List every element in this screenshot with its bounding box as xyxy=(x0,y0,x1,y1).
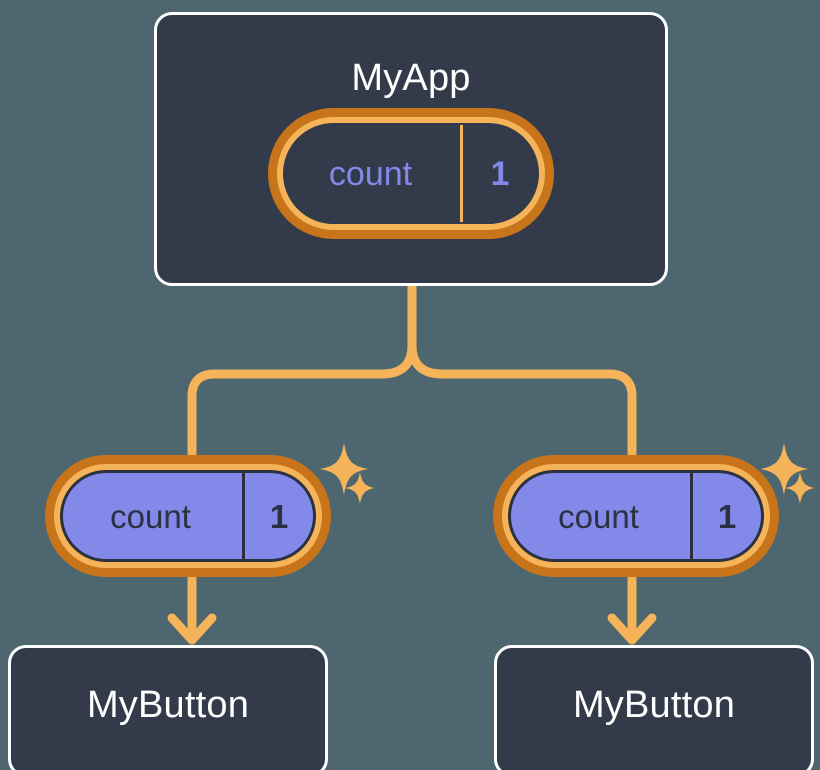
arrowhead-right xyxy=(607,613,657,645)
sparkle-icon xyxy=(785,472,815,504)
arrowhead-left xyxy=(167,613,217,645)
state-pill-left[interactable]: count 1 xyxy=(45,455,331,577)
state-pill-right-value: 1 xyxy=(690,473,761,559)
sparkle-icon xyxy=(345,472,375,504)
node-mybutton-right-title: MyButton xyxy=(572,684,736,726)
state-pill-left-value: 1 xyxy=(242,473,313,559)
node-mybutton-right[interactable]: MyButton xyxy=(494,645,814,770)
sparkle-icon xyxy=(320,443,368,495)
node-myapp[interactable]: MyApp xyxy=(154,12,668,286)
node-myapp-title: MyApp xyxy=(351,57,471,99)
state-pill-right[interactable]: count 1 xyxy=(493,455,779,577)
state-pill-myapp-value: 1 xyxy=(460,125,537,222)
node-mybutton-left[interactable]: MyButton xyxy=(8,645,328,770)
node-mybutton-left-title: MyButton xyxy=(86,684,250,726)
state-pill-myapp-key: count xyxy=(328,154,413,193)
connector-branch-left xyxy=(187,340,417,465)
state-pill-right-inner: count 1 xyxy=(508,470,764,562)
state-pill-left-key: count xyxy=(110,497,191,535)
state-pill-myapp[interactable]: count 1 xyxy=(268,108,554,239)
state-pill-left-inner: count 1 xyxy=(60,470,316,562)
state-pill-myapp-inner: count 1 xyxy=(283,123,539,224)
sparkle-icon xyxy=(760,443,808,495)
connector-branch-right xyxy=(407,340,637,465)
state-pill-right-key: count xyxy=(558,497,639,535)
